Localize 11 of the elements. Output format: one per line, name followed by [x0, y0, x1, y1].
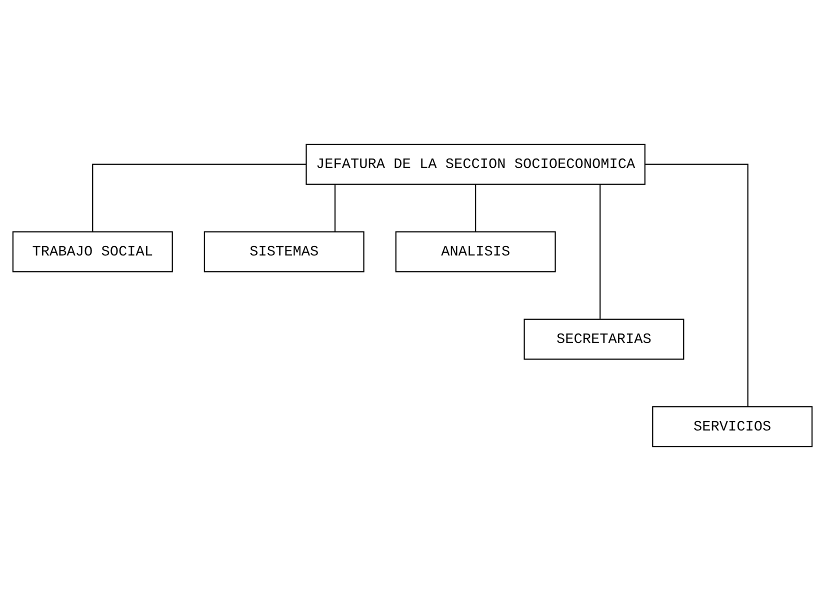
connector	[475, 184, 476, 232]
node-box: SECRETARIAS	[524, 318, 684, 360]
node-box: TRABAJO SOCIAL	[12, 230, 173, 272]
node-box: ANALISIS	[395, 230, 556, 272]
node-box: SISTEMAS	[204, 230, 364, 272]
connector	[600, 184, 601, 318]
connector	[334, 184, 336, 232]
connector	[645, 163, 748, 406]
connector	[92, 163, 306, 231]
node-box: SERVICIOS	[652, 406, 813, 447]
node-box: JEFATURA DE LA SECCION SOCIOECONOMICA	[306, 143, 646, 184]
